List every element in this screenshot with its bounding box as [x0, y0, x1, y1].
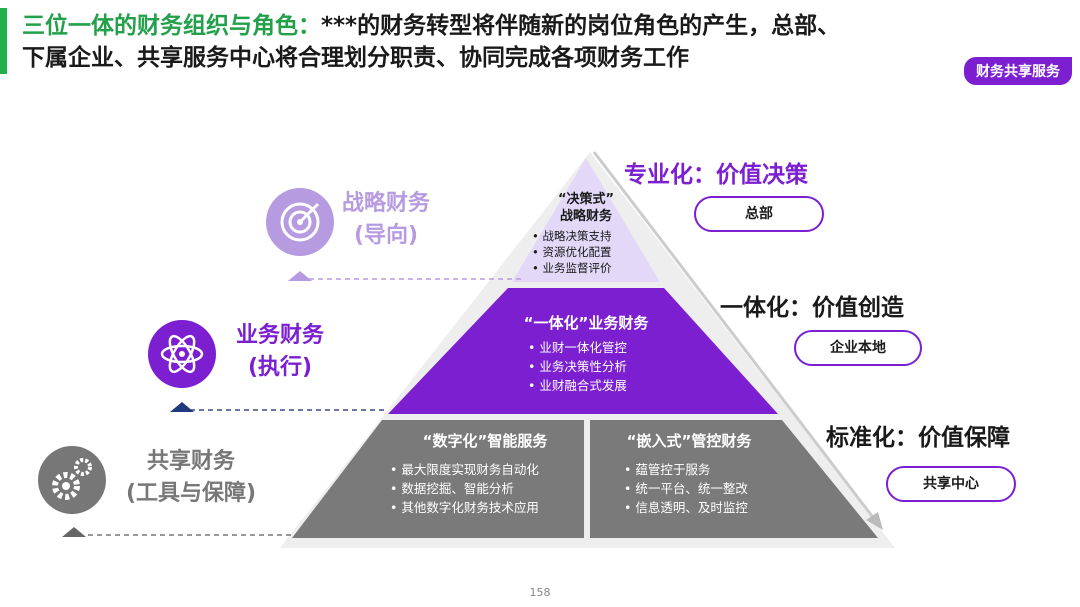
role-business: 业务财务 (执行) [236, 323, 325, 380]
gears-icon [38, 446, 106, 514]
connector-shared-marker [62, 527, 86, 537]
title-lead: 三位一体的财务组织与角色： [22, 13, 321, 39]
connector-strategy-marker [288, 271, 312, 281]
role-shared: 共享财务 (工具与保障) [126, 449, 257, 506]
bottom-left-title: “数字化”智能服务 [422, 432, 548, 450]
page-number: 158 [529, 586, 551, 599]
level-heading-professional: 专业化：价值决策 [624, 162, 808, 188]
top-tier-list: 战略决策支持 资源优化配置 业务监督评价 [532, 228, 611, 276]
middle-tier-list: 业财一体化管控 业务决策性分析 业财融合式发展 [528, 338, 627, 395]
middle-tier-title: “一体化”业务财务 [523, 314, 649, 332]
list-item: 数据挖掘、智能分析 [390, 479, 539, 498]
atom-icon [148, 320, 216, 388]
list-item: 资源优化配置 [532, 244, 611, 260]
right-edge-line [592, 151, 877, 521]
bottom-right-title: “嵌入式”管控财务 [626, 432, 752, 450]
pill-headquarters: 总部 [694, 196, 824, 232]
bottom-right-list: 蕴管控于服务 统一平台、统一整改 信息透明、及时监控 [624, 460, 748, 517]
list-item: 战略决策支持 [532, 228, 611, 244]
pill-local-enterprise: 企业本地 [794, 330, 922, 366]
right-edge-arrow [866, 512, 883, 530]
connector-business-marker [170, 402, 194, 412]
level-heading-standardized: 标准化：价值保障 [826, 425, 1010, 451]
list-item: 统一平台、统一整改 [624, 479, 748, 498]
list-item: 业财融合式发展 [528, 376, 627, 395]
page-title: 三位一体的财务组织与角色：***的财务转型将伴随新的岗位角色的产生，总部、 下属… [22, 10, 982, 74]
level-heading-integrated: 一体化：价值创造 [720, 295, 904, 321]
role-strategy: 战略财务 (导向) [342, 191, 431, 248]
title-line2: 下属企业、共享服务中心将合理划分职责、协同完成各项财务工作 [22, 45, 689, 71]
list-item: 业务监督评价 [532, 260, 611, 276]
list-item: 业财一体化管控 [528, 338, 627, 357]
list-item: 其他数字化财务技术应用 [390, 498, 539, 517]
list-item: 信息透明、及时监控 [624, 498, 748, 517]
accent-bar [0, 8, 7, 74]
section-tag: 财务共享服务 [964, 57, 1072, 85]
top-tier-title: “决策式” 战略财务 [557, 192, 615, 224]
target-icon [266, 188, 334, 256]
bottom-left-list: 最大限度实现财务自动化 数据挖掘、智能分析 其他数字化财务技术应用 [390, 460, 539, 517]
pill-shared-center: 共享中心 [886, 466, 1016, 502]
list-item: 最大限度实现财务自动化 [390, 460, 539, 479]
title-rest: ***的财务转型将伴随新的岗位角色的产生，总部、 [321, 13, 841, 39]
list-item: 蕴管控于服务 [624, 460, 748, 479]
list-item: 业务决策性分析 [528, 357, 627, 376]
